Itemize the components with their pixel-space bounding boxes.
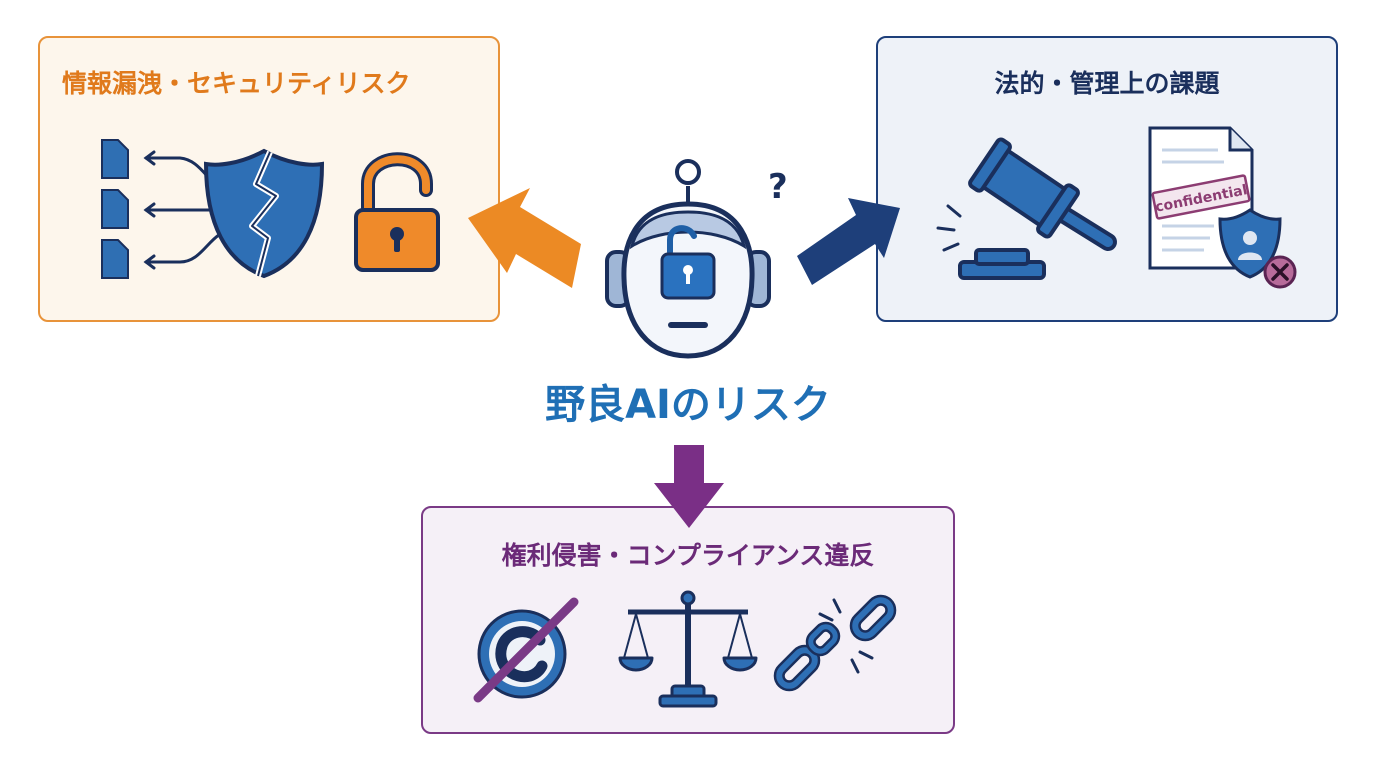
impact-lines: [936, 204, 962, 252]
arrow-to-rights: [654, 445, 724, 528]
broken-shield-icon: [203, 148, 325, 279]
unlocked-padlock-icon: [354, 152, 440, 272]
gavel-icon: [936, 137, 1117, 280]
scales-icon: [618, 590, 758, 708]
broken-chain-icon: [773, 594, 897, 692]
close-icon: [1263, 255, 1297, 289]
legal-risk-title: 法的・管理上の課題: [994, 69, 1220, 98]
break-spark-lines: [818, 598, 874, 674]
crossed-copyright-icon: [473, 597, 579, 703]
question-mark-icon: ?: [768, 167, 788, 207]
documents-icon: [101, 139, 129, 279]
security-risk-title: 情報漏洩・セキュリティリスク: [62, 69, 411, 98]
center-title: 野良AIのリスク: [545, 382, 831, 428]
robot-icon: ?: [605, 159, 788, 359]
confidential-document-icon: confidential: [1148, 126, 1297, 289]
rights-risk-title: 権利侵害・コンプライアンス違反: [501, 541, 875, 570]
arrow-to-legal: [797, 198, 900, 285]
legal-risk-panel: 法的・管理上の課題: [876, 36, 1338, 322]
arrow-to-security: [468, 188, 581, 288]
